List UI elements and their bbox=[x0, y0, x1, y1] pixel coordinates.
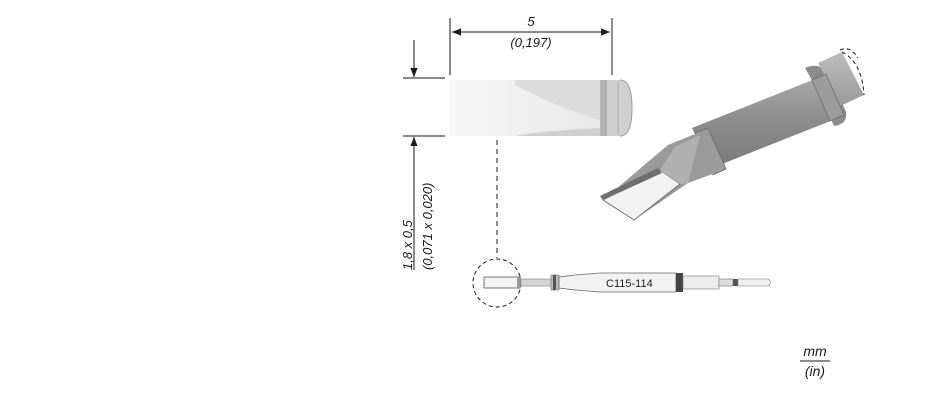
length-in-label: (0,197) bbox=[510, 35, 551, 50]
tip-mm-label: 1,8 x 0,5 bbox=[400, 219, 415, 270]
tip-width-dimension: 1,8 x 0,5 (0,071 x 0,020) bbox=[400, 40, 445, 270]
tip-side-view bbox=[450, 79, 633, 137]
units-legend: mm (in) bbox=[800, 343, 830, 379]
tip-overview: C115-114 bbox=[472, 258, 771, 308]
length-mm-label: 5 bbox=[527, 14, 535, 29]
tip-3d-view bbox=[600, 48, 865, 221]
unit-in: (in) bbox=[805, 363, 825, 379]
tip-in-label: (0,071 x 0,020) bbox=[420, 183, 435, 270]
length-dimension: 5 (0,197) bbox=[449, 14, 613, 75]
part-number-label: C115-114 bbox=[606, 278, 653, 290]
unit-mm: mm bbox=[803, 343, 827, 359]
